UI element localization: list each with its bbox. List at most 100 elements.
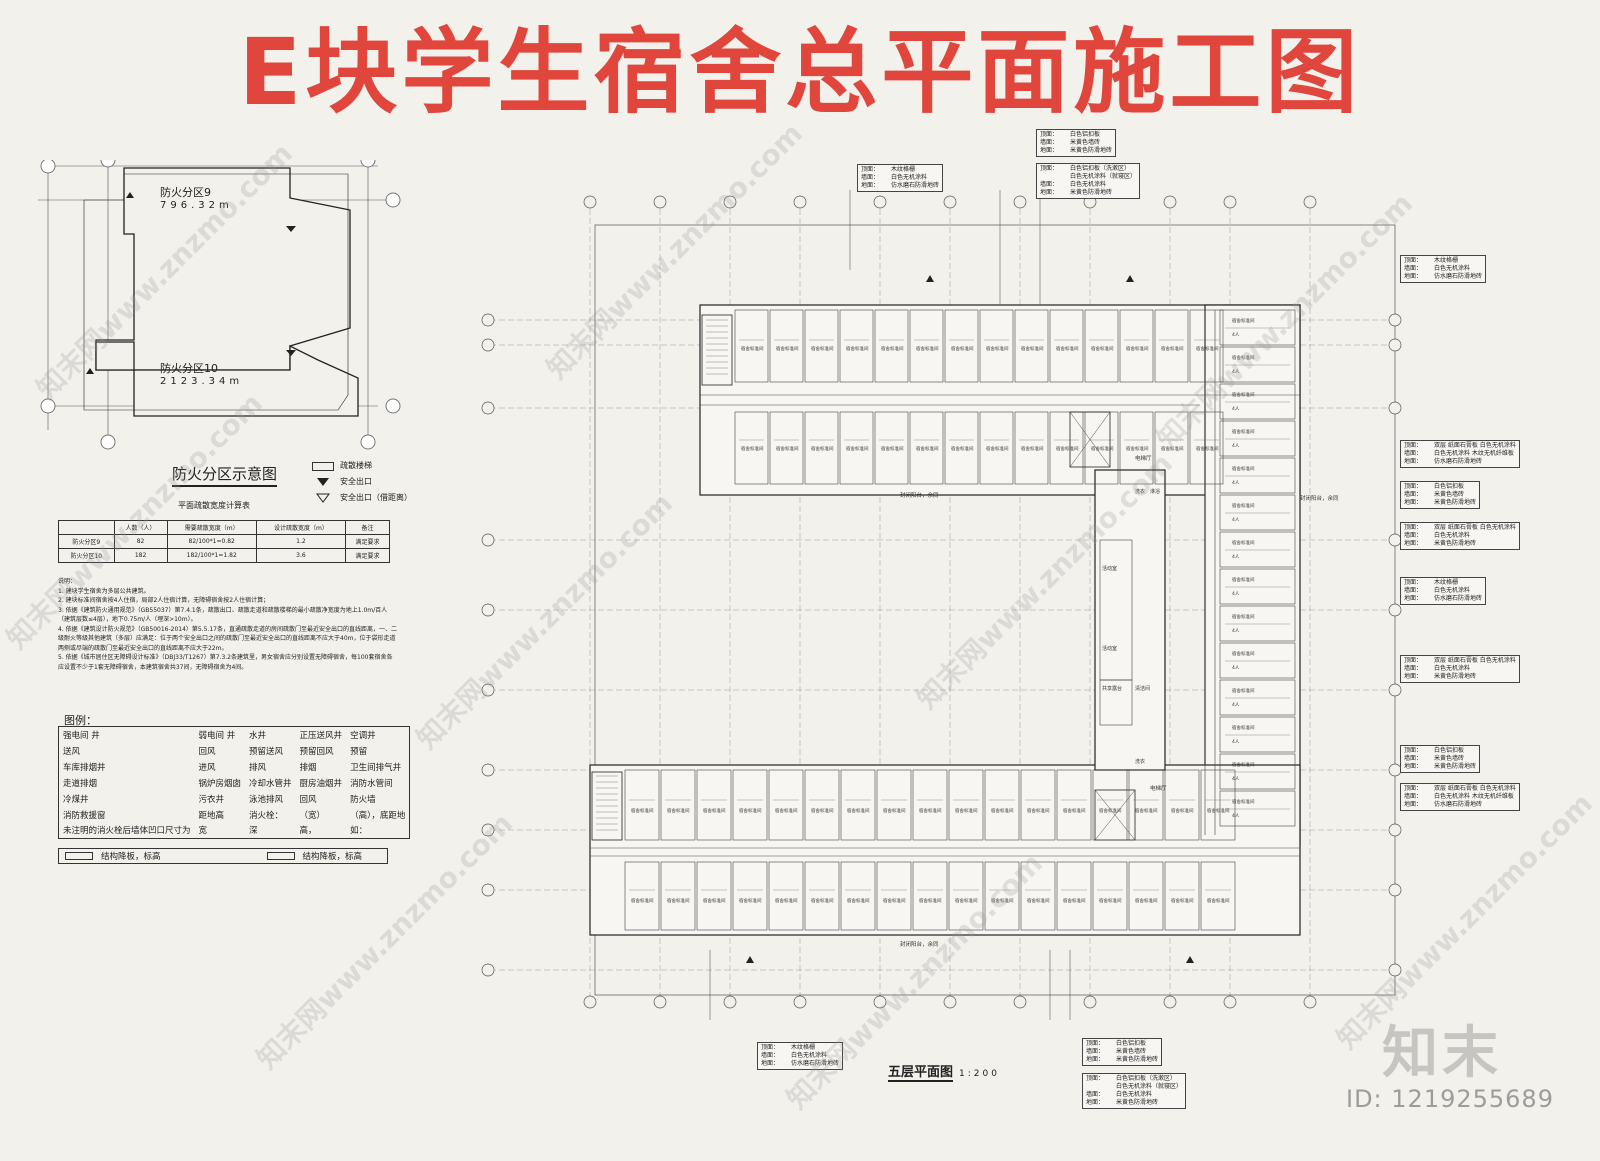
- room-label: 宿舍标准间: [776, 345, 799, 352]
- callout-value: 米黄色防滑地砖: [1434, 540, 1477, 547]
- dorm-room: [840, 861, 876, 931]
- table-header: 需要疏散宽度（m）: [166, 520, 257, 535]
- legend-exit: 安全出口: [312, 474, 412, 490]
- grid-bubble: [1388, 338, 1402, 352]
- legend-cell: 高，: [299, 826, 317, 837]
- callout-line: 地面：米黄色防滑地砖: [1404, 540, 1516, 548]
- dorm-room: [804, 769, 840, 841]
- callout-value: 米黄色墙砖: [1434, 755, 1465, 762]
- callout-value: 米黄色防滑地砖: [1116, 1056, 1159, 1063]
- callout-key: 墙面：: [1404, 793, 1423, 800]
- room-label: 宿舍标准间: [775, 897, 798, 904]
- dorm-room: [1219, 642, 1296, 679]
- dorm-room: [840, 769, 876, 841]
- safety-exit-icon: [926, 275, 934, 282]
- callout-value: 木纹格栅: [791, 1044, 816, 1051]
- dorm-room: [1219, 531, 1296, 568]
- dorm-room: [1219, 457, 1296, 494]
- dorm-room: [876, 861, 912, 931]
- room-label: 宿舍标准间: [847, 897, 870, 904]
- callout-line: 地面：仿水磨石防滑地砖: [1404, 801, 1516, 809]
- legend-row: 强电间 井弱电间 井水井正压送风井空调井: [59, 727, 410, 743]
- dorm-room: [984, 861, 1020, 931]
- table-header: 设计疏散宽度（m）: [255, 520, 347, 535]
- room-label: 宿舍标准间: [703, 897, 726, 904]
- dorm-room: [874, 411, 909, 485]
- stair: [591, 771, 623, 841]
- room-label: 宿舍标准间: [1232, 613, 1255, 620]
- callout-key: 墙面：: [1040, 139, 1059, 146]
- table-header: 人数（人）: [113, 520, 168, 535]
- callout-line: 地面：米黄色防滑地砖: [1404, 673, 1516, 681]
- callout-key: 墙面：: [1404, 755, 1423, 762]
- plan-scale: 1:200: [959, 1069, 1000, 1079]
- grid-bubble: [1388, 313, 1402, 327]
- central-service-core: [1094, 469, 1166, 771]
- exit-triangle-icon: [317, 478, 329, 486]
- finish-callout: 顶面：白色铝扣板墙面：米黄色墙砖地面：米黄色防滑地砖: [1036, 129, 1117, 157]
- dorm-room: [1092, 861, 1128, 931]
- room-label: 宿舍标准间: [919, 897, 942, 904]
- zone-9-area: 796.32m: [160, 200, 233, 211]
- callout-line: 白色无机涂料（就寝区）: [1086, 1083, 1182, 1091]
- finish-callout: 顶面：双层 纸面石膏板 白色无机涂料墙面：白色无机涂料 木纹无机纤维板地面：仿水…: [1400, 440, 1520, 468]
- finish-callout: 顶面：双层 纸面石膏板 白色无机涂料墙面：白色无机涂料地面：米黄色防滑地砖: [1400, 522, 1520, 550]
- legend-cell: 未注明的消火栓后墙体凹口尺寸为: [63, 826, 191, 837]
- room-label: 宿舍标准间: [1232, 502, 1255, 509]
- legend-cell: 送风: [63, 746, 81, 757]
- callout-key: 地面：: [1040, 147, 1059, 154]
- legend-cell: 预留回风: [299, 746, 334, 757]
- room-label: 宿舍标准间: [1232, 761, 1255, 768]
- callout-key: 顶面：: [1040, 131, 1059, 138]
- dorm-room: [1020, 769, 1056, 841]
- dorm-room: [944, 411, 979, 485]
- callout-line: 顶面： 白色铝扣板: [1040, 131, 1112, 139]
- callout-key: 墙面：: [761, 1052, 780, 1059]
- dorm-room: [1200, 861, 1236, 931]
- callout-key: 墙面：: [1404, 665, 1423, 672]
- dorm-room: [732, 769, 768, 841]
- callout-value: 仿水磨石防滑地砖: [891, 182, 940, 189]
- callout-value: 白色无机涂料: [1434, 665, 1471, 672]
- balcony-label: 封闭阳台，余同: [900, 940, 939, 948]
- dorm-room: [839, 309, 874, 383]
- elevator-cross: [1069, 411, 1111, 468]
- note-item: 5. 依据《城市居住区无障碍设计标准》（DBJ33/T1267）第7.3.2条建…: [58, 654, 393, 671]
- legend-cell: 消防水管间: [350, 778, 393, 789]
- table-cell: 82/100*1=0.82: [166, 534, 257, 549]
- room-label: 宿舍标准间: [811, 807, 834, 814]
- legend-cell: 水井: [249, 730, 267, 741]
- stair: [701, 314, 733, 386]
- callout-value: 白色无机涂料: [1434, 532, 1471, 539]
- grid-bubble: [481, 963, 495, 977]
- callout-line: 顶面：木纹格栅: [761, 1044, 839, 1052]
- callout-key: 顶面：: [1404, 483, 1423, 490]
- callout-value: 米黄色防滑地砖: [1070, 189, 1113, 196]
- calc-table-title: 平面疏散宽度计算表: [178, 501, 250, 510]
- legend-stair: 疏散楼梯: [312, 458, 412, 474]
- callout-line: 墙面：白色无机涂料: [861, 174, 939, 182]
- legend-cell: 污衣井: [198, 794, 225, 805]
- room-label: 宿舍标准间: [1063, 807, 1086, 814]
- table-cell: 满足要求: [345, 534, 390, 549]
- dorm-room: [876, 769, 912, 841]
- grid-bubble: [1223, 995, 1237, 1009]
- table-cell: 满足要求: [345, 548, 390, 563]
- callout-key: 顶面：: [1404, 257, 1423, 264]
- shared-terrace: [1099, 679, 1133, 726]
- room-label: 宿舍标准间: [1021, 445, 1044, 452]
- dorm-room: [979, 411, 1014, 485]
- dorm-room: [1164, 861, 1200, 931]
- dorm-room: [1049, 411, 1084, 485]
- room-label: 宿舍标准间: [1126, 445, 1149, 452]
- room-label: 宿舍标准间: [1232, 650, 1255, 657]
- callout-value: 白色铝扣板: [1070, 131, 1101, 138]
- callout-key: 地面：: [1040, 189, 1059, 196]
- callout-value: 双层 纸面石膏板 白色无机涂料: [1434, 785, 1516, 792]
- dorm-room: [734, 309, 769, 383]
- room-label: 宿舍标准间: [955, 807, 978, 814]
- room-label: 宿舍标准间: [667, 807, 690, 814]
- dorm-room: [874, 309, 909, 383]
- dorm-room: [1154, 411, 1189, 485]
- legend-cell: 厨房油烟井: [299, 778, 343, 789]
